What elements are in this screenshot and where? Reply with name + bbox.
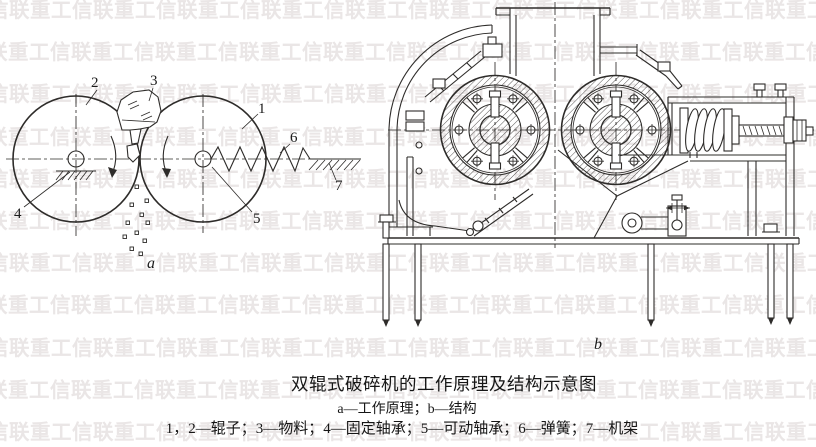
discharge-chute-plates — [557, 149, 689, 239]
figure-a-working-principle: 1 2 3 4 5 6 7 a — [6, 73, 361, 272]
figure-caption-title: 双辊式破碎机的工作原理及结构示意图 — [291, 374, 597, 394]
figure-b-structure: b — [378, 2, 814, 353]
left-frame — [388, 110, 471, 236]
figure-a-label: a — [147, 255, 155, 272]
leader-lines — [23, 87, 337, 213]
figure-b-label: b — [594, 336, 602, 353]
right-guard-plate — [635, 49, 683, 90]
callout-3: 3 — [150, 73, 158, 89]
hopper-bracket — [482, 43, 503, 58]
figure-caption-subtitle: a—工作原理；b—结构 — [337, 402, 477, 417]
hopper-right-flange — [600, 44, 638, 56]
callout-5: 5 — [253, 211, 261, 227]
link-arm-assembly — [621, 194, 690, 237]
feed-hopper — [482, 7, 638, 76]
callout-4: 4 — [14, 206, 22, 222]
roller-right — [560, 74, 672, 186]
anchor-bolts — [378, 214, 794, 327]
callout-7: 7 — [335, 178, 343, 194]
callout-1: 1 — [258, 101, 266, 117]
callout-6: 6 — [290, 130, 298, 146]
ladder-brace — [465, 188, 534, 237]
roller-2-circle — [12, 95, 140, 223]
material-rock — [116, 89, 162, 163]
rotation-arrow-left — [108, 135, 117, 178]
callout-2: 2 — [91, 75, 99, 91]
crushed-particles — [122, 184, 150, 256]
rod-nut — [792, 119, 807, 142]
left-guard-arc — [388, 24, 493, 131]
fixed-bearing-center — [67, 150, 85, 168]
adjusting-rod — [723, 108, 814, 152]
diagonal-stay-strut — [424, 50, 487, 103]
center-lines — [6, 94, 361, 236]
spring-zigzag — [210, 145, 311, 173]
spring-housing — [618, 83, 795, 236]
base-plate — [387, 237, 800, 245]
roller-1-circle — [139, 95, 267, 223]
rotation-arrow-right — [162, 135, 171, 178]
frame-wall-hatch — [308, 158, 361, 171]
coil-spring — [679, 107, 726, 158]
figure-caption-legend: 1，2—辊子；3—物料；4—固定轴承；5—可动轴承；6—弹簧；7—机架 — [165, 421, 639, 437]
roller-left — [439, 74, 551, 186]
